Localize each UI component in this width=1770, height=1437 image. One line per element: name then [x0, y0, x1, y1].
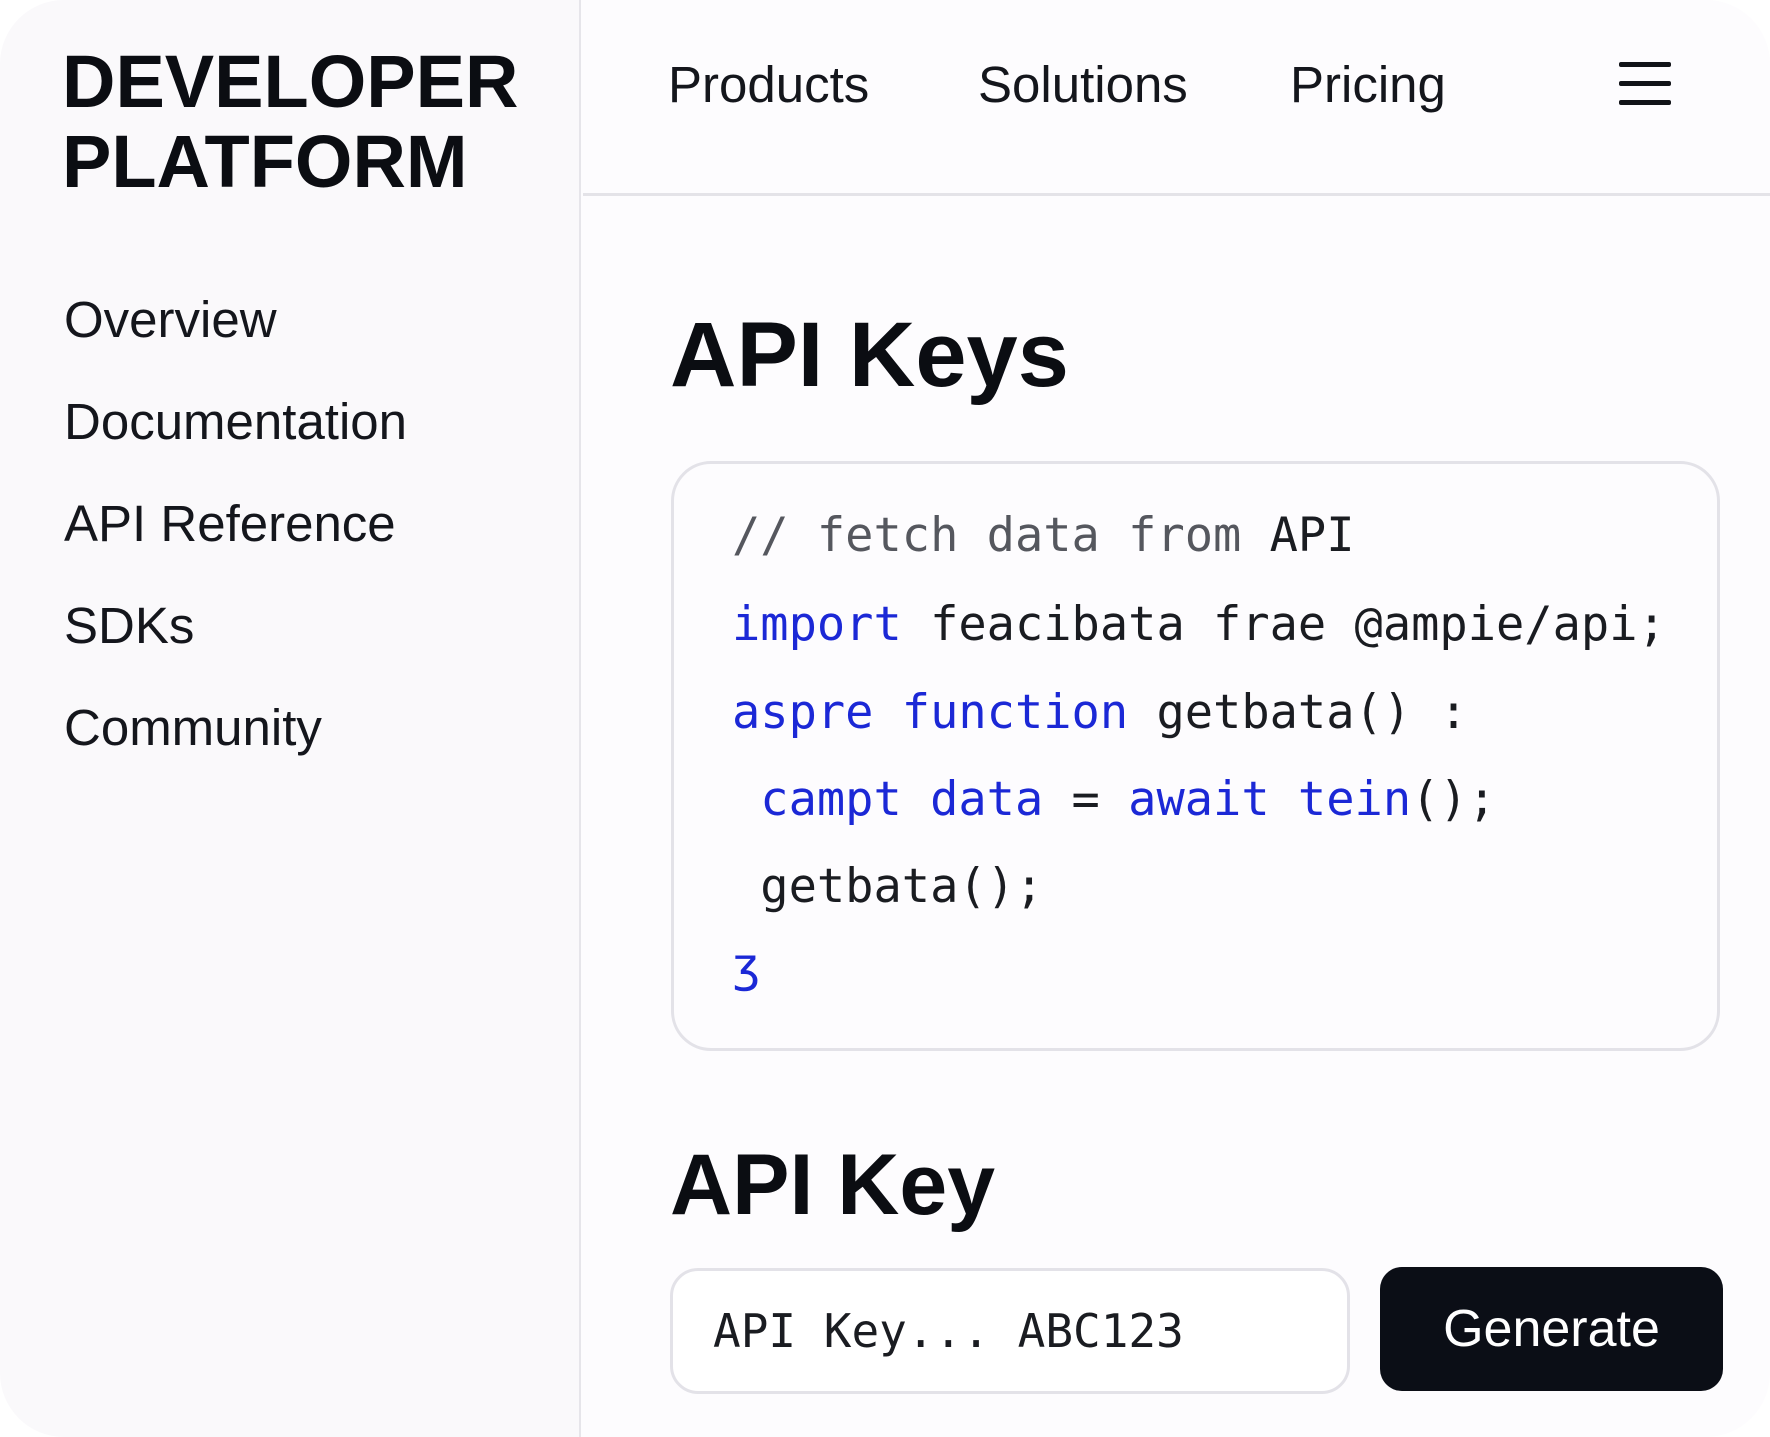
sidebar-item-api-reference[interactable]: API Reference: [64, 495, 396, 552]
code-token: ();: [1411, 772, 1497, 827]
code-token: feacibata frae @ampie/api;: [901, 597, 1666, 652]
sidebar-item-sdks[interactable]: SDKs: [64, 597, 195, 654]
code-line: getbata();: [732, 857, 1043, 917]
code-token: getbata();: [732, 859, 1044, 914]
code-token: // fetch data from: [732, 508, 1270, 563]
brand-logo[interactable]: DEVELOPER PLATFORM: [62, 42, 518, 202]
generate-button[interactable]: Generate: [1380, 1267, 1723, 1391]
code-token: await tein: [1128, 772, 1412, 827]
code-token: API: [1269, 508, 1355, 563]
topnav-solutions[interactable]: Solutions: [978, 56, 1188, 113]
page-title: API Keys: [670, 304, 1069, 406]
code-token: import: [732, 597, 902, 652]
sidebar-item-overview[interactable]: Overview: [64, 291, 277, 348]
menu-icon-bar: [1619, 100, 1671, 105]
sidebar-item-community[interactable]: Community: [64, 699, 322, 756]
brand-line-1: DEVELOPER: [62, 40, 519, 123]
code-line: aspre function getbata() :: [732, 683, 1468, 743]
code-token: campt data: [732, 772, 1044, 827]
sidebar-nav: Overview Documentation API Reference SDK…: [64, 280, 407, 790]
code-token: aspre function: [732, 685, 1129, 740]
code-block: // fetch data from API import feacibata …: [671, 461, 1720, 1051]
menu-icon-bar: [1619, 62, 1671, 67]
topnav-products[interactable]: Products: [668, 56, 870, 113]
api-key-section-title: API Key: [670, 1137, 996, 1233]
code-line: campt data = await tein();: [732, 770, 1496, 830]
code-token: =: [1043, 772, 1129, 827]
code-token: getbata() :: [1128, 685, 1468, 740]
sidebar: DEVELOPER PLATFORM Overview Documentatio…: [0, 0, 581, 1437]
topnav-pricing[interactable]: Pricing: [1290, 56, 1446, 113]
top-navigation-bar: Products Solutions Pricing: [583, 0, 1770, 196]
menu-icon-bar: [1619, 81, 1671, 86]
api-key-input[interactable]: [670, 1268, 1350, 1394]
brand-line-2: PLATFORM: [62, 120, 468, 203]
code-line: ʒ: [732, 936, 760, 996]
sidebar-item-documentation[interactable]: Documentation: [64, 393, 408, 450]
code-token: ʒ: [732, 938, 761, 993]
code-line: import feacibata frae @ampie/api;: [732, 595, 1666, 655]
hamburger-menu-icon[interactable]: [1619, 62, 1671, 106]
code-line: // fetch data from API: [732, 506, 1355, 566]
